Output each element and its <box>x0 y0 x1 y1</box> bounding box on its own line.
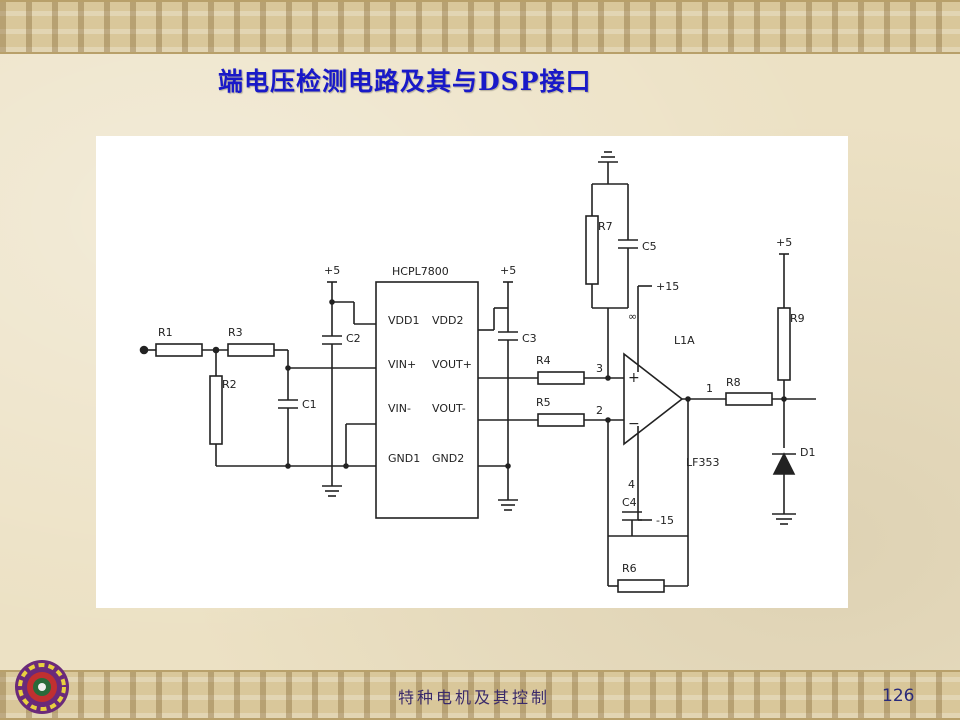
top-decorative-border <box>0 0 960 54</box>
label-r2: R2 <box>222 378 237 391</box>
pin-vdd1: VDD1 <box>388 314 419 327</box>
supply-plus5-left: +5 <box>324 264 340 277</box>
label-opamp-name: L1A <box>674 334 695 347</box>
ic-hcpl7800 <box>375 281 479 519</box>
opamp-l1a <box>623 352 684 446</box>
opamp-pin-3: 3 <box>596 362 603 375</box>
zener-diode-d1 <box>772 452 796 475</box>
pin-vout-plus: VOUT+ <box>432 358 472 371</box>
pin-gnd2: GND2 <box>432 452 464 465</box>
label-c4: C4 <box>622 496 637 509</box>
label-r9: R9 <box>790 312 805 325</box>
pin-vin-minus: VIN- <box>388 402 411 415</box>
opamp-pin-2: 2 <box>596 404 603 417</box>
bottom-decorative-border <box>0 670 960 720</box>
circuit-schematic: HCPL7800 VDD1 VDD2 VIN+ VOUT+ VIN- VOUT-… <box>139 151 816 593</box>
label-r5: R5 <box>536 396 551 409</box>
pin-vdd2: VDD2 <box>432 314 463 327</box>
label-r8: R8 <box>726 376 741 389</box>
footer-course-title: 特种电机及其控制 <box>398 688 551 707</box>
resistor-r2 <box>209 375 223 445</box>
university-logo-icon <box>15 660 69 714</box>
pin-vout-minus: VOUT- <box>432 402 466 415</box>
label-r3: R3 <box>228 326 243 339</box>
page-number: 126 <box>882 686 915 706</box>
resistor-r5 <box>537 413 585 427</box>
pin-vin-plus: VIN+ <box>388 358 416 371</box>
opamp-plus-sign: + <box>628 370 640 386</box>
circuit-diagram: HCPL7800 VDD1 VDD2 VIN+ VOUT+ VIN- VOUT-… <box>96 136 848 608</box>
label-c3: C3 <box>522 332 537 345</box>
label-r1: R1 <box>158 326 173 339</box>
opamp-minus-sign: − <box>628 416 640 432</box>
resistor-r6 <box>617 579 665 593</box>
resistor-r9 <box>777 307 791 381</box>
pin-gnd1: GND1 <box>388 452 420 465</box>
label-c2: C2 <box>346 332 361 345</box>
label-r7: R7 <box>598 220 613 233</box>
label-r4: R4 <box>536 354 551 367</box>
label-opamp-part: LF353 <box>686 456 719 469</box>
label-c1: C1 <box>302 398 317 411</box>
supply-minus15: -15 <box>656 514 674 527</box>
supply-plus5-right: +5 <box>500 264 516 277</box>
resistor-r1 <box>155 343 203 357</box>
label-c5: C5 <box>642 240 657 253</box>
label-d1: D1 <box>800 446 815 459</box>
resistor-r7 <box>585 215 599 285</box>
slide-title: 端电压检测电路及其与DSP接口 <box>218 67 592 96</box>
infinity-symbol: ∞ <box>628 310 637 323</box>
supply-plus5-r9: +5 <box>776 236 792 249</box>
opamp-pin-1: 1 <box>706 382 713 395</box>
label-r6: R6 <box>622 562 637 575</box>
resistor-r8 <box>725 392 773 406</box>
supply-plus15: +15 <box>656 280 679 293</box>
resistor-r3 <box>227 343 275 357</box>
opamp-pin-4: 4 <box>628 478 635 491</box>
ic-name-label: HCPL7800 <box>392 265 449 278</box>
resistor-r4 <box>537 371 585 385</box>
